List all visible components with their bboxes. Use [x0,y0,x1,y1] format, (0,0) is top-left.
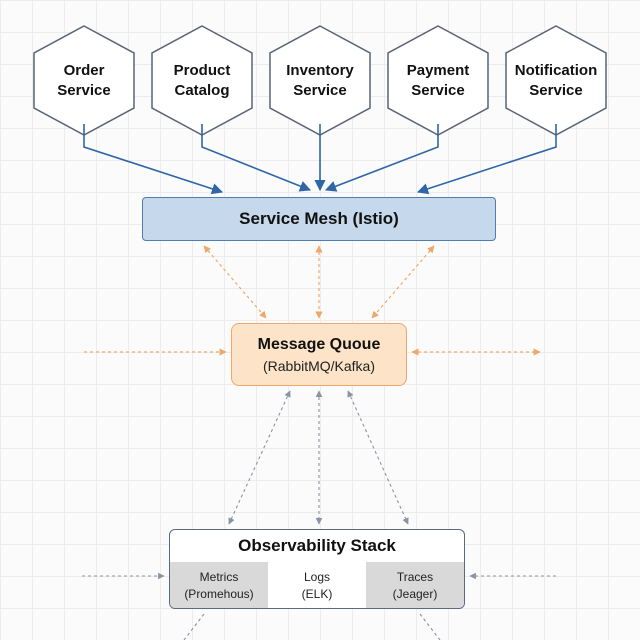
service-mesh-node[interactable]: Service Mesh (Istio) [142,197,496,241]
metrics-detail: (Promehous) [184,586,254,601]
logs-cell[interactable]: Logs (ELK) [268,562,366,608]
order-to-mesh-arrow [83,124,224,195]
obs-output-arrow-bottom-right [419,613,441,640]
payment-service-node[interactable]: Payment Service [388,26,488,136]
order-service-node[interactable]: Order Service [34,26,134,136]
inventory-service-node[interactable]: Inventory Service [270,26,370,136]
obs-output-arrow-bottom-left [183,613,205,640]
metrics-name: Metrics [199,569,239,584]
mesh-queue-arrow-right [371,245,435,319]
observability-stack-title: Observability Stack [238,536,396,555]
message-queue-title: Message Quoue [257,336,381,353]
notification-to-mesh-arrow [416,124,557,195]
payment-to-mesh-arrow [324,124,439,192]
traces-cell[interactable]: Traces (Jeager) [366,562,464,608]
mesh-queue-arrow-left [203,245,267,319]
service-to-mesh-arrows [83,124,557,195]
message-queue-node[interactable]: Message Quoue (RabbitMQ/Kafka) [231,323,407,386]
metrics-cell[interactable]: Metrics (Promehous) [170,562,268,608]
traces-name: Traces [396,569,434,584]
queue-observability-arrows [82,390,556,640]
logs-detail: (ELK) [301,586,333,601]
traces-detail: (Jeager) [392,586,438,601]
notification-service-label: Notification Service [514,62,598,99]
inventory-service-label: Inventory Service [286,62,354,99]
product-catalog-label: Product Catalog [173,62,231,99]
service-mesh-label: Service Mesh (Istio) [239,209,399,228]
queue-obs-arrow-left [228,390,291,525]
order-service-label: Order Service [57,62,111,99]
queue-obs-arrow-right [347,390,409,525]
catalog-to-mesh-arrow [201,124,312,192]
message-queue-subtitle: (RabbitMQ/Kafka) [262,358,376,374]
mesh-queue-arrows [84,245,541,356]
logs-name: Logs [303,569,331,584]
payment-service-label: Payment Service [406,62,470,99]
notification-service-node[interactable]: Notification Service [506,26,606,136]
observability-stack-node[interactable]: Observability Stack Metrics (Promehous) … [169,529,465,609]
service-hexagons [33,25,607,136]
product-catalog-node[interactable]: Product Catalog [152,26,252,136]
